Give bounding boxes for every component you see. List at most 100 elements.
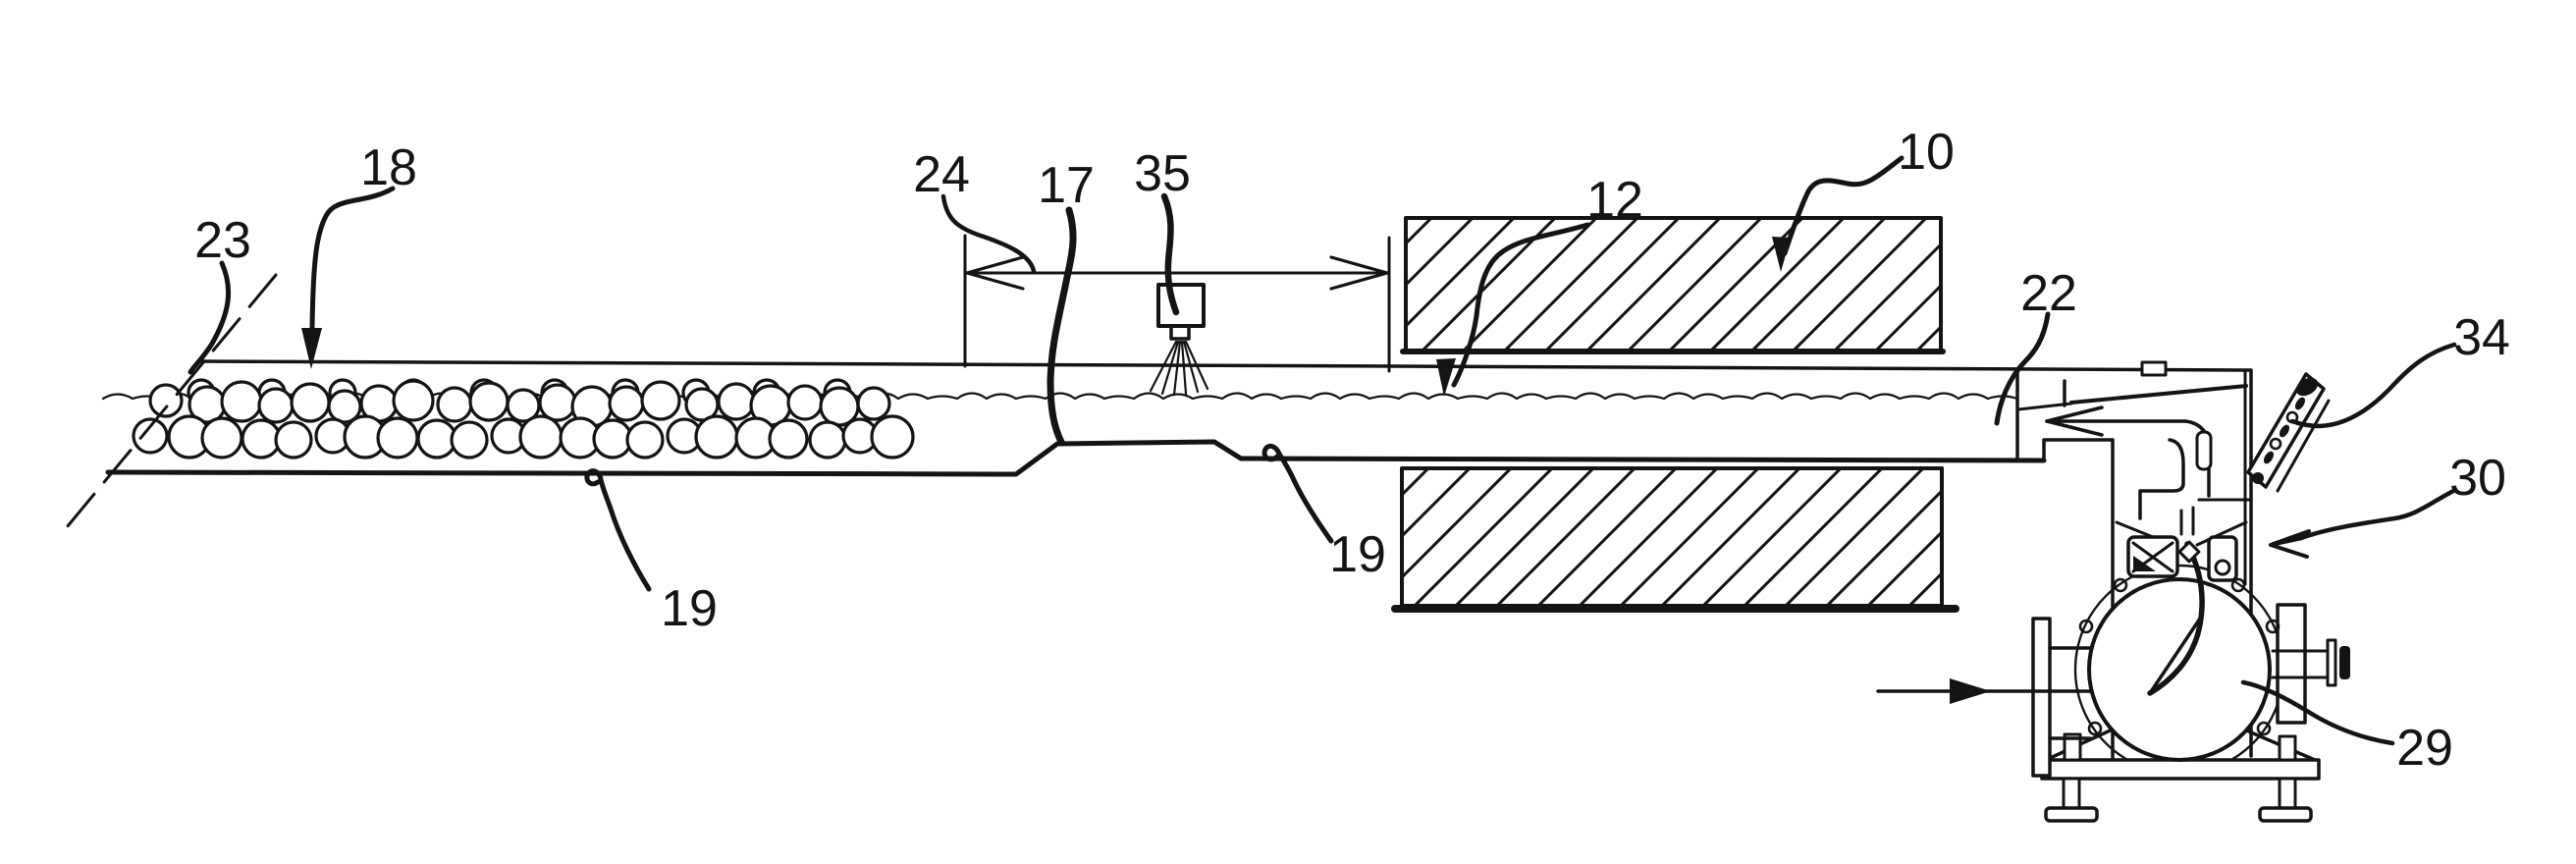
flow-arrow-barbs (2045, 405, 2104, 437)
leader-35 (1160, 192, 1180, 316)
funnel-pipes (2179, 506, 2195, 536)
suction-flange (2031, 617, 2052, 778)
ref-label-10: 10 (1898, 124, 1955, 181)
pump-leg-left (2063, 732, 2082, 762)
gate-bolt-2 (2279, 424, 2290, 438)
leader-22 (1994, 311, 2051, 426)
charge-ball (274, 420, 313, 459)
leader-lines (188, 155, 2458, 746)
charge-ball (870, 414, 915, 459)
dimension-arrow-right (1329, 255, 1389, 291)
flange-bolt-holes (2078, 577, 2281, 736)
column-inner-port (2195, 430, 2213, 471)
charge-ball (538, 383, 577, 422)
pump-leg-right (2278, 734, 2297, 762)
bearing-box-shade (2133, 556, 2156, 571)
discharge-gate (2246, 372, 2331, 493)
trough-bottom-profile (105, 439, 2047, 477)
leader-24 (940, 193, 1037, 274)
charge-ball (518, 414, 564, 459)
charge-ball (257, 387, 295, 424)
ref-label-35: 35 (1134, 145, 1191, 202)
melt-stream-line (2016, 402, 2073, 411)
charge-ball (808, 420, 847, 459)
spray-nozzle (1169, 324, 1191, 341)
inlet-arrow-head (1950, 678, 1991, 704)
charge-ball (640, 380, 681, 421)
leader-17 (1046, 206, 1077, 446)
charge-ball (376, 416, 419, 459)
spray-body (1156, 283, 1206, 328)
leader-23 (188, 260, 232, 375)
internal-pipe-line (2148, 617, 2202, 695)
discharge-box (2016, 360, 2253, 760)
ref-label-24: 24 (913, 146, 970, 203)
gate-bolt-3 (2263, 451, 2275, 464)
weir-plate (2069, 384, 2248, 405)
launder-trough (105, 359, 2252, 477)
charge-ball (608, 385, 645, 422)
charge-ball (856, 386, 891, 421)
goose-neck-pipe (2147, 541, 2205, 696)
ref-label-34: 34 (2453, 309, 2510, 366)
pump-foot-pad-left (2044, 806, 2099, 823)
ref-label-19a: 19 (661, 580, 718, 637)
leader-12 (1451, 222, 1590, 388)
bearing-diamond (2177, 540, 2201, 564)
passage-inner (2138, 438, 2185, 520)
charge-ball (436, 386, 473, 423)
shaft-bar (2326, 638, 2337, 687)
charge-ball (625, 420, 665, 459)
charge-ball (392, 379, 435, 422)
shaft-knob (2339, 646, 2350, 679)
gate-bolt-1 (2294, 397, 2306, 410)
dimension-arrow-left (965, 255, 1025, 291)
box-top-notch (2140, 360, 2168, 377)
pump-foot-stem-right (2278, 777, 2297, 810)
trough-top-edge (199, 359, 2252, 372)
ref-label-12: 12 (1586, 172, 1643, 229)
charge-ball (450, 420, 489, 459)
break-line (60, 273, 278, 535)
gate-flange-line (2276, 399, 2331, 493)
leader-10-arrowhead (1772, 237, 1791, 272)
upper-furnace-block (1404, 216, 1943, 353)
reference-labels: 10 12 17 18 19 19 22 23 24 29 30 34 35 (194, 124, 2510, 777)
charge-ball (768, 418, 809, 459)
trough-end-step (2042, 438, 2115, 462)
leader-19a (584, 468, 652, 592)
charge-ball (717, 382, 756, 421)
charge-ball (694, 414, 739, 459)
charge-ball (592, 418, 633, 459)
gate-pivot (2295, 377, 2319, 397)
charge-ball (132, 417, 169, 455)
gate-hole-2 (2269, 437, 2282, 451)
charge-ball (786, 384, 824, 421)
leader-19b (1261, 443, 1334, 544)
charge-ball (148, 383, 184, 418)
charge-ball (290, 382, 331, 423)
ref-label-17: 17 (1038, 157, 1095, 214)
dimension-24 (963, 234, 1391, 373)
ref-label-18: 18 (360, 139, 417, 196)
leader-34 (2289, 342, 2457, 429)
leader-30-barbs (2269, 529, 2311, 559)
ref-label-29: 29 (2396, 720, 2453, 777)
pump-foot-stem-left (2062, 777, 2081, 810)
pump-foot-pad-right (2258, 806, 2313, 823)
leader-18-arrowhead (301, 328, 322, 369)
spray-jet-lines (1149, 340, 1209, 397)
shaft-spool-lines (2271, 649, 2331, 679)
ref-label-30: 30 (2449, 450, 2506, 507)
gate-end-blob (2252, 472, 2264, 484)
charge-ball (468, 381, 510, 422)
charge-ball (200, 416, 243, 459)
charge-balls (132, 378, 915, 459)
charge-ball (416, 418, 457, 459)
leader-12-arrowhead (1436, 358, 1456, 397)
leader-10 (1782, 155, 1905, 256)
charge-ball (220, 380, 263, 423)
ref-label-23: 23 (194, 212, 251, 269)
